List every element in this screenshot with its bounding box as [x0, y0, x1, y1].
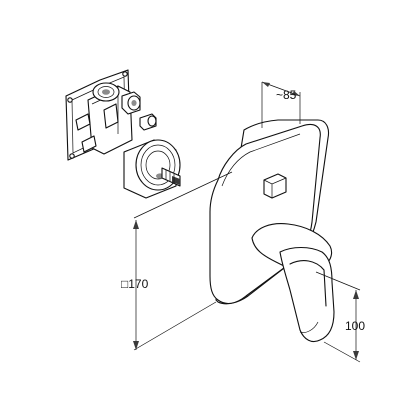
frame-screw-hole: [122, 71, 128, 77]
extension-line: [133, 171, 233, 219]
dimension-depth: ~85: [261, 81, 301, 128]
stem-splines: [165, 170, 175, 184]
plate-dimension-label: □170: [121, 277, 149, 291]
extension-line: [323, 341, 361, 363]
arrowhead: [353, 290, 359, 299]
extension-line: [133, 301, 217, 351]
dimension-lever-height: 100: [315, 271, 365, 363]
upper-port-bore: [102, 89, 110, 95]
cartridge-ring: [140, 144, 176, 186]
lever-tip-detail: [299, 321, 319, 333]
arrowhead: [133, 220, 139, 229]
frame-screw-hole: [67, 97, 73, 103]
outlet-plug-face: [147, 115, 157, 127]
diverter-block: [103, 103, 119, 129]
extension-line: [315, 271, 361, 291]
lever-handle: [251, 223, 335, 343]
inlet-stub-lower: [81, 135, 97, 153]
lever-edge-detail: [289, 260, 327, 307]
lever-body: [279, 246, 335, 343]
arrowhead: [262, 82, 270, 87]
inlet-stub-left: [75, 113, 91, 131]
dimension-plate-height: □170: [121, 171, 233, 351]
concealed-valve-body: [65, 69, 181, 199]
arrowhead: [292, 91, 300, 96]
arrowhead: [353, 351, 359, 360]
plate-face-highlight: [221, 133, 301, 187]
upper-port-inner: [97, 86, 115, 98]
lever-dimension-label: 100: [345, 319, 365, 333]
diverter-button-edges: [263, 177, 287, 198]
cartridge-ring-inner: [145, 150, 171, 180]
frame-screw-hole: [69, 153, 75, 159]
side-cap-bore: [131, 100, 137, 106]
arrowhead: [133, 341, 139, 350]
depth-dimension-label: ~85: [276, 88, 297, 102]
